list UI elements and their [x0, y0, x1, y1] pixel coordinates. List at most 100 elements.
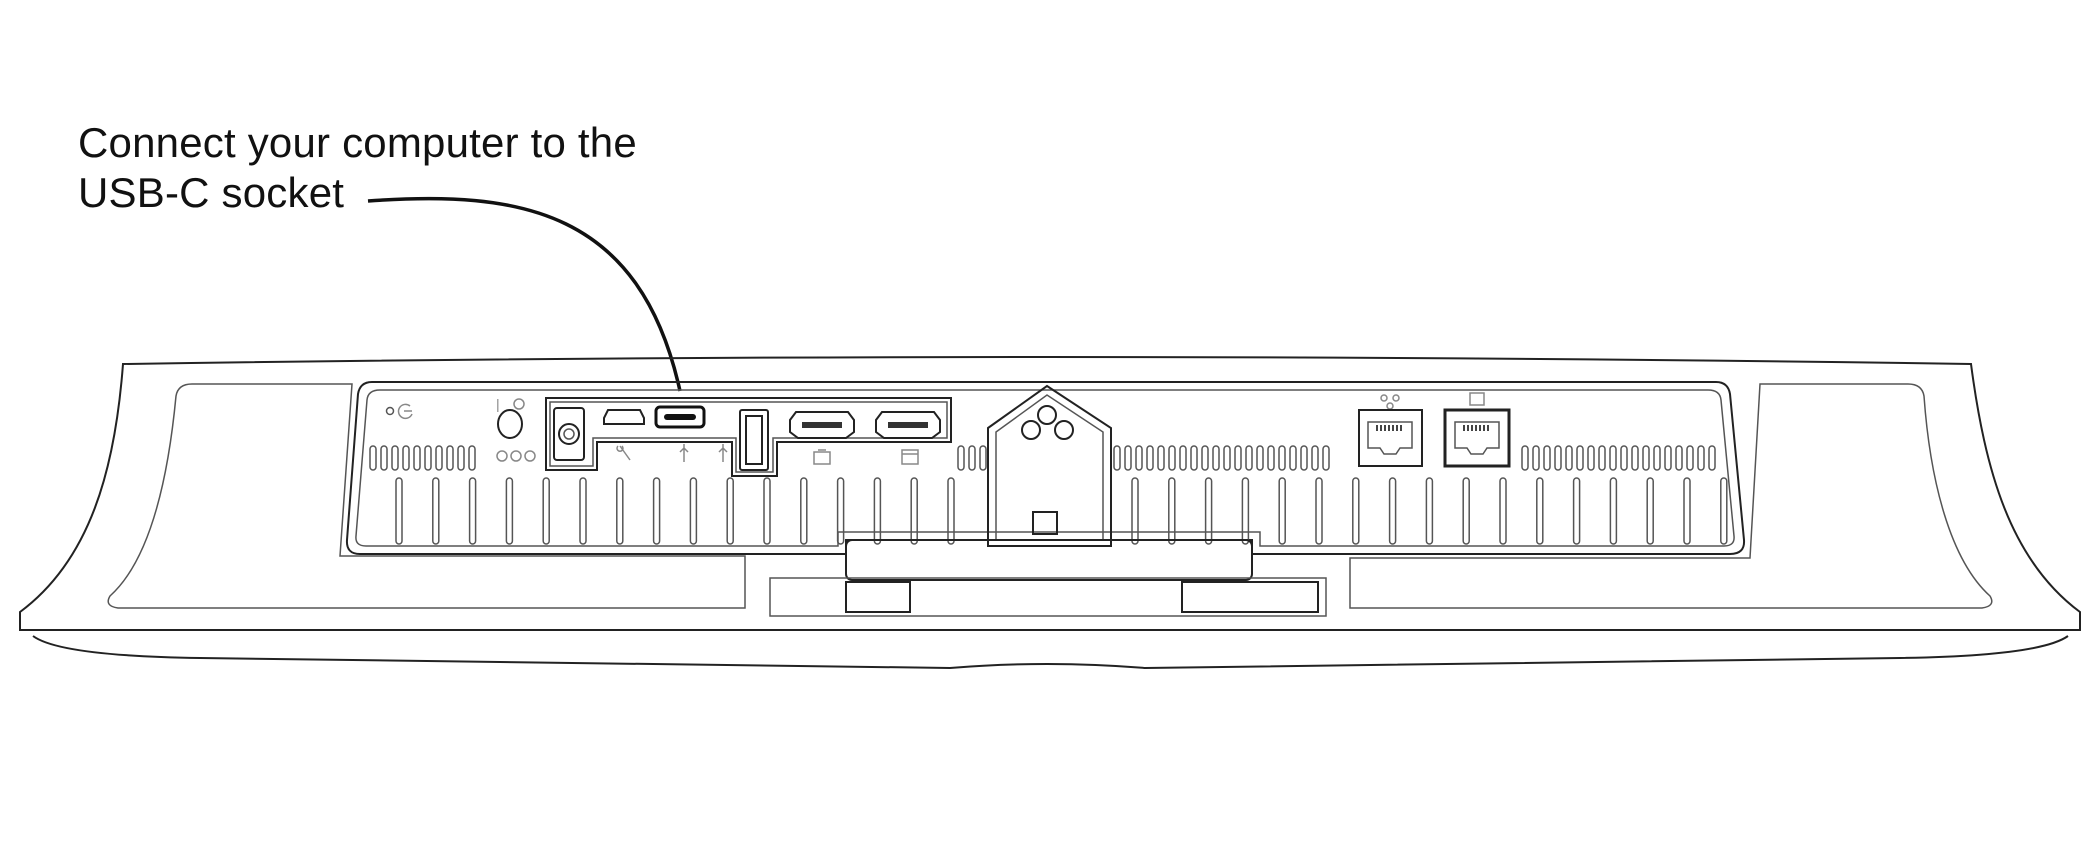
vent-slot-short [391, 445, 399, 471]
vent-slot-short [1179, 445, 1187, 471]
vent-slot-short [380, 445, 388, 471]
status-led [385, 406, 395, 416]
callout-line-2: USB-C socket [78, 169, 345, 216]
usb-c-socket[interactable] [654, 405, 706, 429]
vent-slot-short [1278, 445, 1286, 471]
vent-slot-long [432, 477, 440, 545]
vent-slot-long [800, 477, 808, 545]
stand-mount [769, 384, 1327, 617]
vent-slot-short [1124, 445, 1132, 471]
vent-slot-long [579, 477, 587, 545]
vent-slot-long [1204, 477, 1213, 545]
polarity-icon [496, 450, 536, 462]
vent-slot-long [1499, 477, 1507, 545]
vent-slot-long [1609, 477, 1618, 545]
vent-slot-short [1664, 445, 1672, 471]
vent-slot-short [468, 445, 476, 471]
vent-slot-short [1289, 445, 1297, 471]
vent-slot-long [505, 477, 514, 545]
vent-slot-short [1697, 445, 1705, 471]
vent-slot-short [1554, 445, 1562, 471]
vent-slot-short [1168, 445, 1176, 471]
right-side-pad [1349, 383, 1993, 609]
vent-slot-long [726, 477, 734, 545]
vent-slot-long [1131, 477, 1139, 545]
vent-slot-long [1572, 477, 1581, 545]
vent-slot-short [1190, 445, 1198, 471]
network-icon [1380, 394, 1400, 410]
vent-slot-short [1532, 445, 1540, 471]
vent-slot-long [689, 477, 698, 545]
connector-panel [345, 381, 1746, 555]
hdmi-input-2[interactable] [875, 411, 941, 439]
vent-slot-short [1245, 445, 1253, 471]
vent-slot-short [1322, 445, 1330, 471]
switch-on-mark: | [496, 396, 500, 412]
vent-slot-short [1675, 445, 1683, 471]
vent-slot-long [652, 477, 661, 545]
vent-slot-short [1686, 445, 1694, 471]
left-side-pad [107, 383, 746, 609]
vent-slot-long [1352, 477, 1360, 545]
vent-slot-short [1135, 445, 1143, 471]
vent-slot-short [1256, 445, 1264, 471]
vent-slot-short [1300, 445, 1308, 471]
vent-slot-long [395, 477, 403, 545]
vent-slot-long [1536, 477, 1544, 545]
vent-slot-short [1157, 445, 1165, 471]
ethernet-port-network[interactable] [1358, 409, 1423, 467]
vent-slot-long [616, 477, 624, 545]
connector-panel-inner [355, 389, 1735, 547]
vent-slot-long [763, 477, 771, 545]
vent-slot-short [1653, 445, 1661, 471]
vent-slot-short [1620, 445, 1628, 471]
vent-slot-short [446, 445, 454, 471]
vent-slot-short [402, 445, 410, 471]
vent-slot-short [435, 445, 443, 471]
micro-usb-port[interactable] [603, 409, 645, 425]
vent-slot-short [1587, 445, 1595, 471]
hdmi-input-1[interactable] [789, 411, 855, 439]
power-dc-jack[interactable] [553, 407, 585, 461]
vent-slot-long [468, 477, 477, 545]
vent-slot-short [1201, 445, 1209, 471]
vent-slot-short [1521, 445, 1529, 471]
vent-slots [369, 445, 1728, 545]
usb-a-port[interactable] [739, 409, 769, 471]
vent-slot-short [1642, 445, 1650, 471]
wrench-icon [616, 445, 631, 461]
vent-slot-long [1720, 477, 1728, 545]
vent-slot-short [957, 445, 965, 471]
usb-icon [679, 444, 689, 462]
vent-slot-short [1212, 445, 1220, 471]
vent-slot-short [1609, 445, 1617, 471]
vent-slot-short [1311, 445, 1319, 471]
callout-leader-line [367, 196, 682, 392]
ethernet-port-poe[interactable] [1443, 408, 1511, 468]
device-base-rim [32, 635, 2069, 670]
vent-slot-long [1462, 477, 1470, 545]
device-body [19, 356, 2081, 631]
vent-slot-short [1543, 445, 1551, 471]
callout-line-1: Connect your computer to the [78, 119, 637, 166]
vent-slot-short [1146, 445, 1154, 471]
monitor-icon [901, 449, 919, 465]
usb-icon [718, 444, 728, 462]
vent-slot-short [968, 445, 976, 471]
power-switch[interactable]: | [496, 396, 525, 439]
vent-slot-short [424, 445, 432, 471]
vent-slot-short [1113, 445, 1121, 471]
vent-slot-short [1598, 445, 1606, 471]
vent-slot-long [1168, 477, 1176, 545]
vent-slot-long [542, 477, 550, 545]
vent-slot-short [1267, 445, 1275, 471]
vent-slot-long [1425, 477, 1434, 545]
vent-slot-short [369, 445, 377, 471]
vent-slot-long [1278, 477, 1286, 545]
vent-slot-long [1388, 477, 1397, 545]
vent-slot-long [873, 477, 882, 545]
vent-slot-long [1241, 477, 1250, 545]
power-icon [397, 403, 413, 420]
vent-slot-short [1631, 445, 1639, 471]
